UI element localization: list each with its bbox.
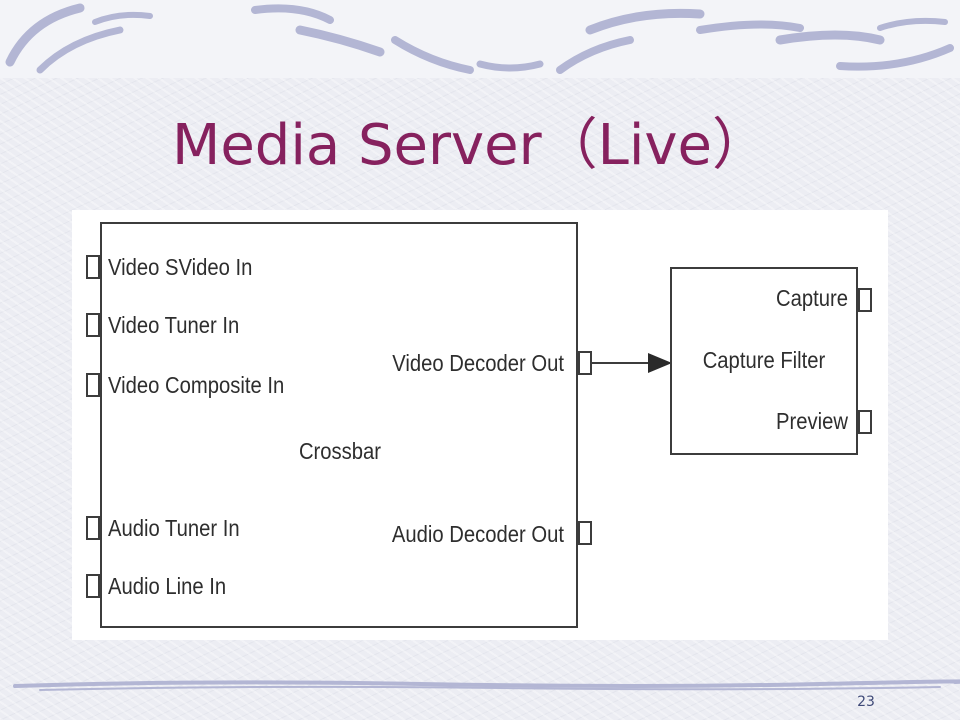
- filter-graph-diagram: Video SVideo In Video Tuner In Video Com…: [72, 210, 888, 640]
- crossbar-block: [100, 222, 578, 628]
- slide-title: Media Server（Live）: [172, 113, 768, 178]
- decorative-bottom-band: [13, 679, 960, 691]
- label-audio-decoder-out: Audio Decoder Out: [391, 521, 564, 547]
- label-video-svideo-in: Video SVideo In: [108, 254, 253, 280]
- pin-video-tuner-in: [86, 313, 100, 337]
- pin-audio-decoder-out: [578, 521, 592, 545]
- pin-video-svideo-in: [86, 255, 100, 279]
- pin-video-composite-in: [86, 373, 100, 397]
- page-number: 23: [857, 694, 875, 710]
- label-video-composite-in: Video Composite In: [108, 372, 285, 398]
- capture-filter-block: [670, 267, 858, 455]
- pin-preview-out: [858, 410, 872, 434]
- label-video-decoder-out: Video Decoder Out: [392, 350, 564, 376]
- label-audio-line-in: Audio Line In: [108, 573, 227, 599]
- pin-video-decoder-out: [578, 351, 592, 375]
- pin-audio-tuner-in: [86, 516, 100, 540]
- connection-arrow: [592, 353, 672, 373]
- decorative-top-band: [0, 0, 960, 78]
- label-preview: Preview: [776, 408, 848, 434]
- label-capture: Capture: [775, 285, 848, 311]
- label-crossbar: Crossbar: [298, 438, 382, 464]
- label-capture-filter: Capture Filter: [702, 347, 826, 373]
- label-audio-tuner-in: Audio Tuner In: [108, 515, 240, 541]
- pin-audio-line-in: [86, 574, 100, 598]
- label-video-tuner-in: Video Tuner In: [108, 312, 240, 338]
- pin-capture-out: [858, 288, 872, 312]
